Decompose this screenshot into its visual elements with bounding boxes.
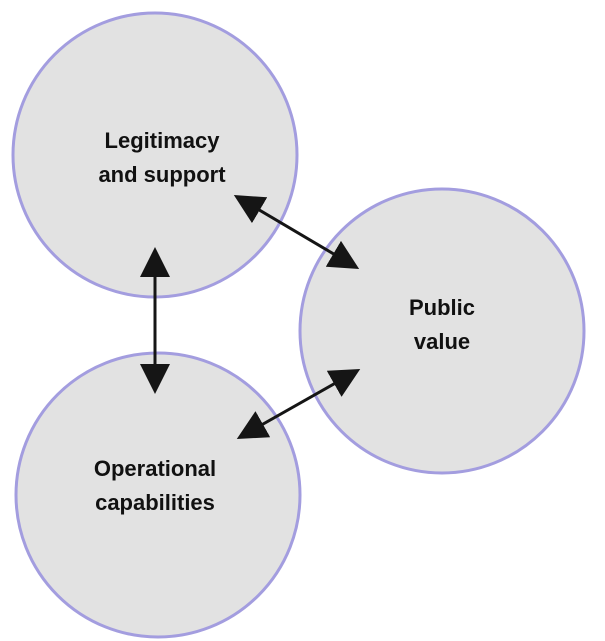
legitimacy-label-line1: Legitimacy [104,128,220,153]
public-value-label: Public value [332,291,552,359]
public-value-circle [298,187,586,475]
legitimacy-label-line2: and support [98,162,226,187]
operational-capabilities-label: Operational capabilities [45,452,265,520]
legitimacy-public-value-arrow [233,194,360,270]
operational-public-value-arrow [236,369,361,439]
public-value-label-line1: Public [408,295,475,320]
operational-label-line1: Operational [93,456,217,481]
legitimacy-support-label: Legitimacy and support [52,124,272,192]
operational-label-line2: capabilities [95,490,215,515]
public-value-label-line2: value [413,329,471,354]
